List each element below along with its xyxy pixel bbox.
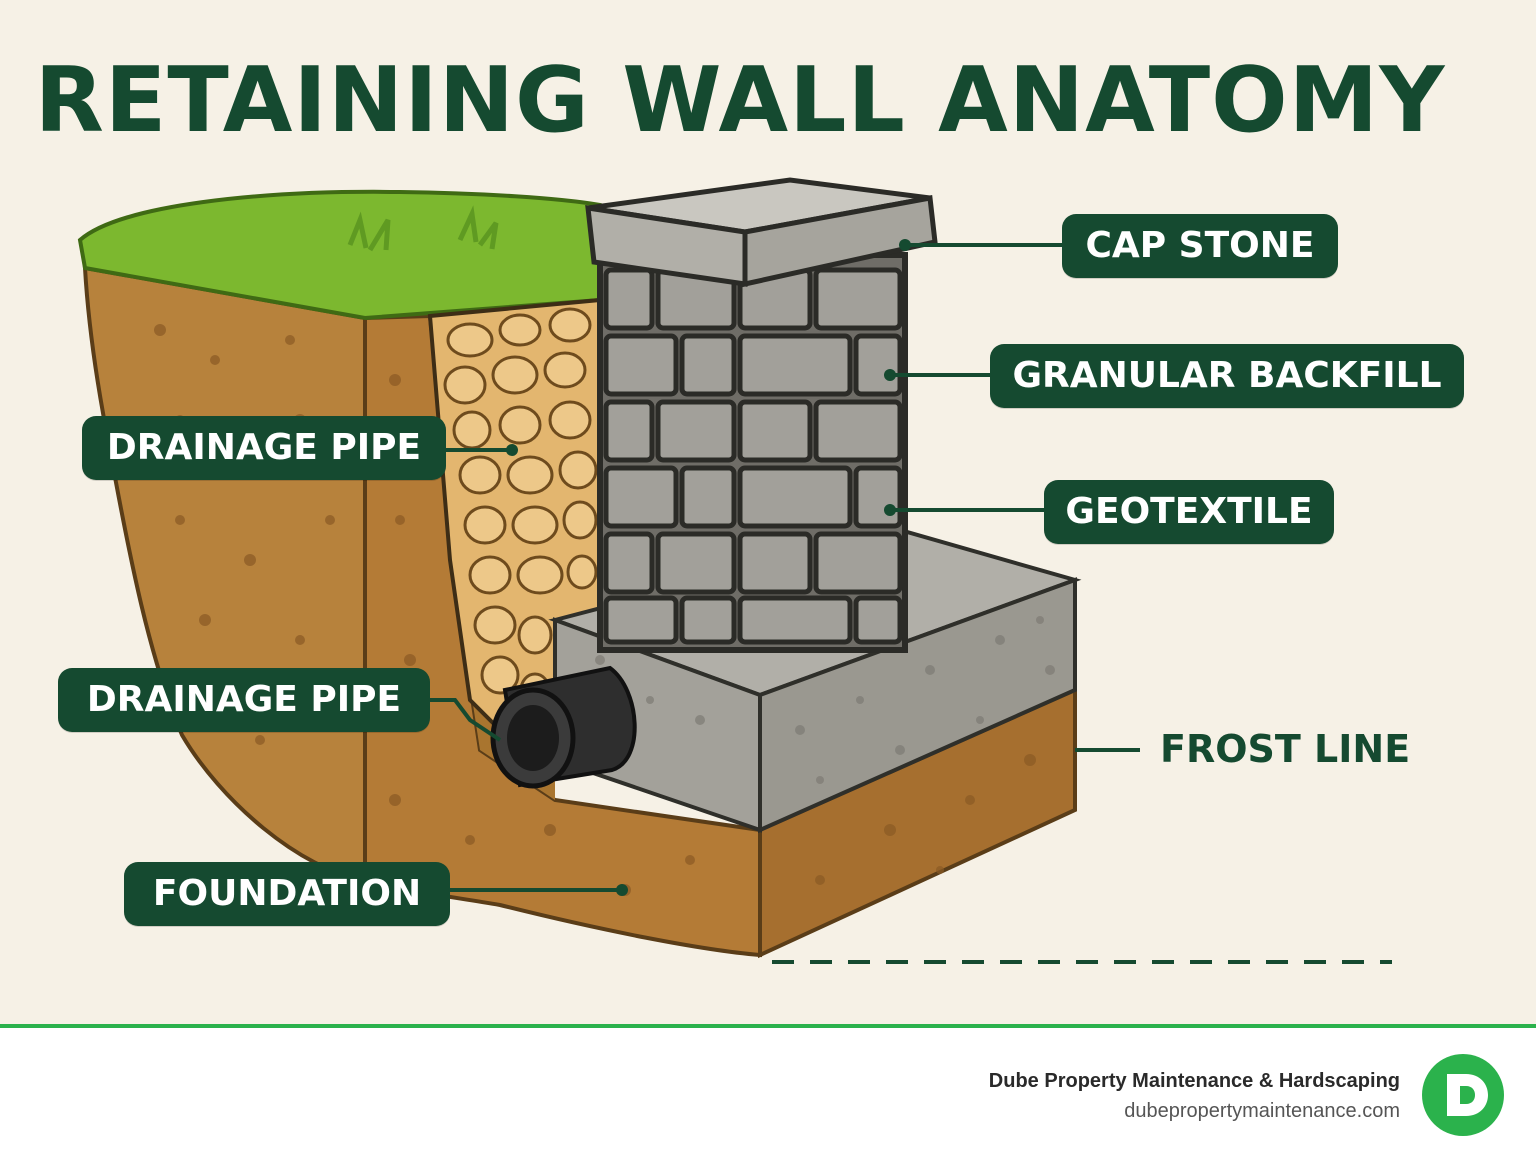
label-drainage-pipe-lower: DRAINAGE PIPE — [58, 668, 430, 732]
drainage-pipe-icon — [490, 665, 637, 789]
page-title: RETAINING WALL ANATOMY — [34, 48, 1446, 153]
concrete-speckles — [595, 616, 1055, 784]
wall-blocks — [603, 267, 903, 645]
company-logo-icon — [1422, 1054, 1504, 1136]
retaining-wall-diagram — [77, 177, 1392, 964]
label-granular-backfill: GRANULAR BACKFILL — [990, 344, 1464, 408]
footer: Dube Property Maintenance & Hardscaping … — [0, 1024, 1536, 1158]
label-drainage-pipe-upper: DRAINAGE PIPE — [82, 416, 446, 480]
leader-lines — [428, 243, 1140, 892]
leader-dots — [506, 239, 911, 896]
label-cap-stone: CAP STONE — [1062, 214, 1338, 278]
label-frost-line: FROST LINE — [1160, 727, 1411, 771]
label-foundation: FOUNDATION — [124, 862, 450, 926]
soil-mass — [82, 265, 367, 883]
grass-tufts — [347, 205, 499, 252]
cap-stone-side — [742, 195, 938, 288]
company-website[interactable]: dubepropertymaintenance.com — [1124, 1100, 1400, 1122]
company-name: Dube Property Maintenance & Hardscaping — [988, 1070, 1400, 1092]
label-geotextile: GEOTEXTILE — [1044, 480, 1334, 544]
